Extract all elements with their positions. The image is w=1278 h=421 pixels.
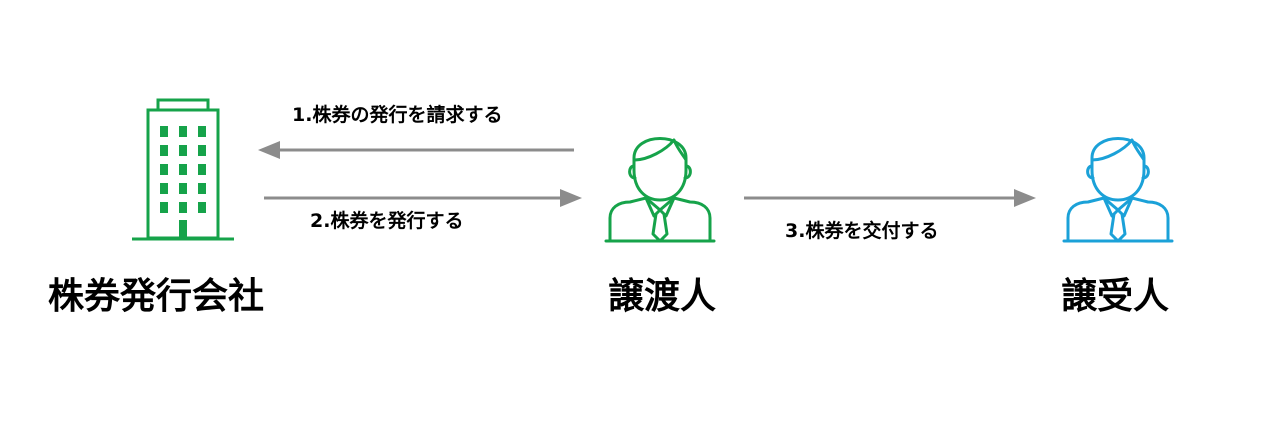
person-icon xyxy=(1062,137,1174,243)
issuer-label: 株券発行会社 xyxy=(48,276,265,317)
person-icon xyxy=(604,137,716,243)
step-2-label: 2.株券を発行する xyxy=(310,210,464,232)
arrow-issue-certificate xyxy=(264,189,582,207)
step-1-label: 1.株券の発行を請求する xyxy=(292,104,503,126)
arrow-deliver-certificate xyxy=(744,189,1036,207)
building-icon xyxy=(132,98,234,241)
transferor-label: 譲渡人 xyxy=(608,276,717,317)
transferee-label: 譲受人 xyxy=(1061,276,1170,317)
arrow-request-issuance xyxy=(258,141,574,159)
step-3-label: 3.株券を交付する xyxy=(785,220,939,242)
